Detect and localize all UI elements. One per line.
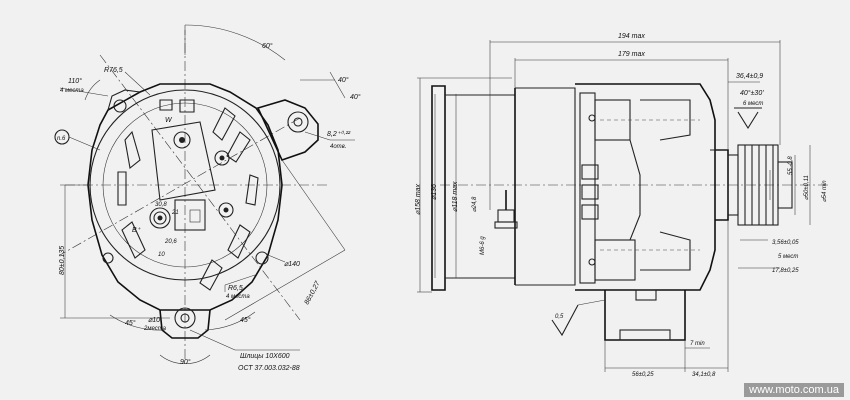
label-angle-right-a: 40° [338, 76, 349, 84]
label-dim-30-8: 30,8 [155, 202, 167, 208]
label-angle-bottom: 90° [180, 358, 191, 366]
label-grooves-6: 6 мест [743, 101, 763, 107]
label-dim-34: 34,1±0,8 [692, 372, 716, 378]
label-angle-top: 60° [262, 42, 273, 50]
label-dim-24: ⌀24,8 [472, 196, 478, 212]
label-angle-45-right: 45° [240, 316, 251, 324]
label-grooves-5: 5 мест [778, 254, 798, 260]
label-dim-21: 21 [171, 210, 179, 216]
label-circle-ref: n.6 [57, 136, 66, 142]
label-dia-50: ⌀50±0,11 [804, 175, 810, 200]
label-standard-note: ОСТ 37.003.032-88 [238, 365, 300, 372]
label-spline-note: Шлицы 10Х600 [240, 353, 290, 360]
label-radius-count: 4 места [226, 294, 250, 300]
label-angle-40-30: 40°±30' [740, 89, 764, 97]
side-view-labels: 194 max 179 max 36,4±0,9 40°±30' 6 мест … [415, 33, 828, 378]
label-dim-140: ⌀140 [284, 261, 300, 268]
label-dia-54: ⌀54 min [822, 180, 828, 202]
label-dim-80: 80±0,135 [59, 246, 66, 275]
label-dia-m6: М6-6 g [480, 236, 486, 255]
label-hole-dim: 8,2⁺⁰·²² [327, 130, 351, 138]
label-len-194: 194 max [618, 33, 645, 40]
label-dim-20-6: 20,6 [164, 239, 177, 245]
label-hole-r10: ⌀10 [148, 317, 160, 324]
label-hole-count: 4отв. [330, 144, 346, 150]
front-view [54, 24, 355, 364]
label-dim-36-4: 36,4±0,9 [736, 73, 763, 80]
label-dim-10: 10 [158, 252, 165, 258]
label-dia-136: ⌀136 [431, 184, 438, 200]
label-dia-158: ⌀158 max [415, 183, 422, 215]
label-radius-top: R76,5 [104, 67, 123, 74]
label-dim-86: 86±0,27 [304, 279, 323, 306]
label-terminal-b: B⁺ [132, 227, 142, 234]
label-dim-3-56: 3,56±0,05 [772, 240, 799, 246]
label-dim-7min: 7 min [690, 341, 705, 347]
label-terminal-w: W [165, 117, 173, 124]
label-angle-left: 110° [68, 77, 82, 85]
label-angle-right-b: 40° [350, 93, 361, 101]
label-dim-17-8: 17,8±0,25 [772, 268, 799, 274]
label-dia-55: 55 -0,8 [788, 156, 794, 175]
label-radius-r6-5: R6,5 [228, 285, 243, 292]
label-count-left: 4 места [60, 88, 84, 94]
label-angle-45-left: 45° [125, 319, 136, 327]
label-len-179: 179 max [618, 51, 645, 58]
side-view [417, 40, 830, 372]
label-hole-r10-count: 2места [143, 326, 167, 332]
label-roughness: 0,5 [555, 314, 564, 320]
watermark-label: www.moto.com.ua [744, 383, 844, 397]
label-dia-118: ⌀118 max [452, 181, 459, 212]
label-dim-56: 56±0,25 [632, 372, 654, 378]
